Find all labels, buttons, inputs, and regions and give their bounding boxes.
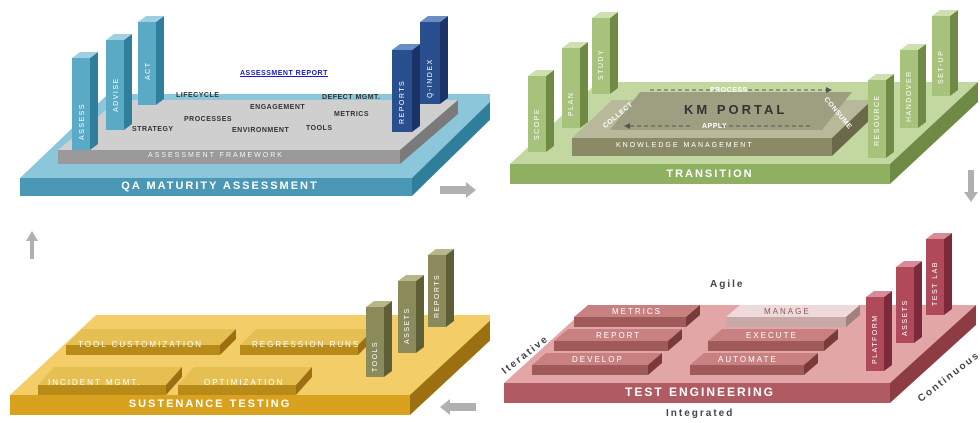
- qa-title: QA MATURITY ASSESSMENT: [121, 180, 319, 192]
- sustenance-bar-regression-runs: REGRESSION RUNS: [252, 340, 361, 349]
- transition-title: TRANSITION: [666, 168, 754, 180]
- test-pillar-assets: ASSETS: [902, 299, 909, 336]
- km-base-label: KNOWLEDGE MANAGEMENT: [616, 142, 754, 149]
- qa-item-lifecycle: LIFECYCLE: [176, 92, 220, 99]
- km-apply-label: APPLY: [702, 123, 728, 130]
- qa-item-strategy: STRATEGY: [132, 126, 174, 133]
- test-pillar-testlab: TEST LAB: [932, 261, 939, 306]
- sustenance-bar-incident-mgmt: INCIDENT MGMT.: [48, 378, 142, 387]
- test-bar-develop: DEVELOP: [572, 355, 624, 364]
- qa-framework-label: ASSESSMENT FRAMEWORK: [148, 152, 284, 159]
- qa-pillar-advise: ADVISE: [113, 77, 120, 112]
- sustenance-platform-graphic: [10, 231, 490, 415]
- transition-platform-graphic: [510, 10, 978, 202]
- sustenance-pillar-reports: REPORTS: [434, 273, 441, 318]
- transition-pillar-resource: RESOURCE: [874, 94, 881, 146]
- test-bar-manage: MANAGE: [764, 307, 811, 316]
- test-agile-label: Agile: [710, 279, 745, 290]
- arrow-right-icon: [440, 182, 476, 198]
- sustenance-pillar-tools: TOOLS: [372, 340, 379, 372]
- qa-item-metrics: METRICS: [334, 111, 369, 118]
- sustenance-bar-optimization: OPTIMIZATION: [204, 378, 285, 387]
- transition-pillar-plan: PLAN: [568, 91, 575, 116]
- km-portal-title: KM PORTAL: [684, 102, 788, 117]
- arrow-left-icon: [440, 399, 476, 415]
- transition-pillar-handover: HANDOVER: [906, 70, 913, 122]
- sustenance-pillar-assets: ASSETS: [404, 307, 411, 344]
- test-bar-metrics: METRICS: [612, 307, 662, 316]
- arrow-up-icon: [26, 231, 38, 259]
- test-title: TEST ENGINEERING: [624, 385, 775, 399]
- test-bar-execute: EXECUTE: [746, 331, 798, 340]
- qa-item-defect: DEFECT MGMT.: [322, 94, 381, 101]
- qa-item-environment: ENVIRONMENT: [232, 127, 290, 134]
- sustenance-title: SUSTENANCE TESTING: [128, 398, 292, 410]
- qa-pillar-qindex: Q-INDEX: [427, 58, 434, 98]
- qa-platform-graphic: [20, 16, 490, 198]
- sustenance-bar-tool-customization: TOOL CUSTOMIZATION: [78, 340, 204, 349]
- transition-pillar-study: STUDY: [598, 48, 605, 80]
- qa-item-processes: PROCESSES: [184, 116, 233, 123]
- qa-pillar-assess: ASSESS: [79, 102, 86, 140]
- qa-left-pillars: [72, 16, 164, 150]
- qa-pillar-reports: REPORTS: [399, 79, 406, 124]
- test-pillar-platform: PLATFORM: [872, 314, 879, 364]
- test-bar-report: REPORT: [596, 331, 642, 340]
- transition-pillar-setup: SET-UP: [938, 49, 945, 84]
- qa-right-pillars: [392, 16, 448, 132]
- transition-pillar-scope: SCOPE: [534, 107, 541, 140]
- km-process-label: PROCESS: [710, 87, 748, 94]
- qa-item-tools: TOOLS: [306, 125, 333, 132]
- test-bar-automate: AUTOMATE: [718, 355, 778, 364]
- qa-pillar-act: ACT: [145, 61, 152, 81]
- test-integrated-label: Integrated: [666, 408, 735, 419]
- test-platform-graphic: [504, 233, 976, 403]
- assessment-report-link[interactable]: ASSESSMENT REPORT: [240, 70, 328, 77]
- qa-item-engagement: ENGAGEMENT: [250, 104, 306, 111]
- arrow-down-icon: [964, 170, 978, 202]
